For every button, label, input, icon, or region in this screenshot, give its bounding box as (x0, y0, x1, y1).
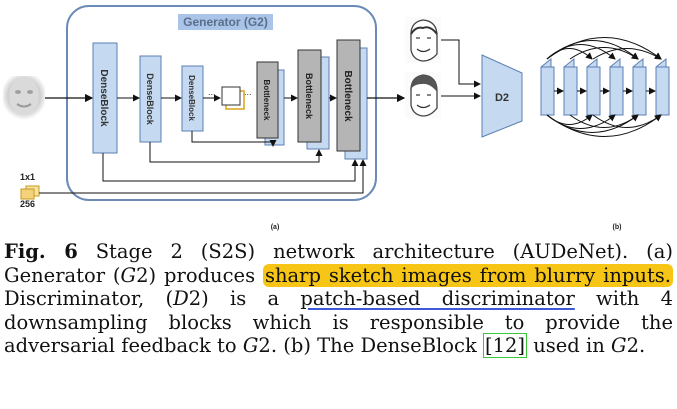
denseblock-2: DenseBlock (139, 55, 162, 143)
bottleneck-1: Bottleneck (256, 61, 285, 146)
ellipsis-2: ... (244, 87, 252, 97)
discriminator-label: D2 (495, 92, 509, 104)
caption-highlight: sharp sketch images from blurry inputs. (262, 263, 673, 287)
skip-dense2-b2 (149, 142, 323, 163)
caption-d2-sub: 2 (188, 287, 202, 310)
blurry-input-image (3, 76, 45, 120)
caption-g2-sub-3: 2 (626, 334, 639, 357)
ellipsis-1: ... (208, 87, 216, 97)
middle-block (221, 86, 241, 106)
arrow-real-to-d2 (441, 39, 481, 88)
bottleneck-1-label: Bottleneck (262, 80, 271, 121)
bottleneck-2: Bottleneck (297, 49, 330, 150)
denseblock-3: DenseBlock (181, 65, 204, 132)
conv-to-b3-arrow (39, 159, 367, 194)
panel-a-label: (a) (271, 224, 280, 231)
caption-g2-symbol-3: G (610, 334, 627, 357)
dense-diagram-block (632, 57, 647, 117)
caption-text-6: . (b) The DenseBlock (270, 334, 483, 357)
caption-text-4: ) is a (201, 287, 301, 310)
dense-diagram-block (586, 57, 601, 117)
denseblock-3-label: DenseBlock (187, 75, 196, 121)
figure-caption: Fig. 6 Stage 2 (S2S) network architectur… (4, 240, 673, 358)
bottleneck-3-label: Bottleneck (342, 70, 353, 122)
citation-link[interactable]: [12] (482, 333, 527, 358)
caption-g2-sub: 2 (136, 263, 149, 287)
denseblock-1: DenseBlock (92, 42, 118, 154)
bottleneck-3: Bottleneck (336, 39, 368, 160)
dense-diagram-connections (546, 37, 662, 137)
panel-b-label: (b) (613, 224, 622, 231)
caption-fig-label: Fig. 6 (4, 240, 78, 263)
conv-channels-label: 256 (20, 199, 35, 209)
denseblock-diagram (540, 37, 670, 137)
sketch-image-generated (405, 72, 441, 118)
generator-title: Generator (G2) (183, 15, 268, 29)
caption-d2-symbol: D (173, 287, 189, 310)
sketch-image-real (405, 17, 441, 63)
caption-text-2: ) produces (148, 263, 263, 287)
caption-g2-symbol: G (120, 263, 137, 287)
caption-text-5: with 4 downsampling blocks which is resp… (4, 287, 673, 357)
dense-diagram-block (563, 57, 578, 117)
dense-diagram-block (655, 57, 670, 117)
architecture-figure: Generator (G2) DenseBlock DenseBlock Den… (3, 5, 670, 231)
bottleneck-2-label: Bottleneck (304, 73, 314, 120)
dense-diagram-block (609, 57, 624, 117)
caption-g2-sub-2: 2 (258, 334, 271, 357)
caption-text-8: . (638, 334, 646, 357)
conv-kernel-label: 1x1 (20, 172, 35, 182)
skip-dense3-b1 (191, 131, 277, 147)
caption-g2-symbol-2: G (242, 334, 259, 357)
generator-title-highlight (178, 14, 273, 30)
dense-diagram-block (540, 57, 555, 117)
skip-dense1-b3 (102, 153, 359, 182)
caption-text-1: Stage 2 (S2S) network architecture (AUDe… (4, 240, 673, 287)
caption-underline: patch-based discriminator (300, 287, 575, 310)
caption-text-3: Discriminator, ( (4, 287, 174, 310)
denseblock-2-label: DenseBlock (145, 73, 155, 126)
caption-text-7: used in (527, 334, 611, 357)
conv-1x1-block: 1x1 256 (20, 172, 40, 209)
discriminator-d2: D2 (481, 54, 523, 138)
denseblock-1-label: DenseBlock (98, 69, 109, 127)
